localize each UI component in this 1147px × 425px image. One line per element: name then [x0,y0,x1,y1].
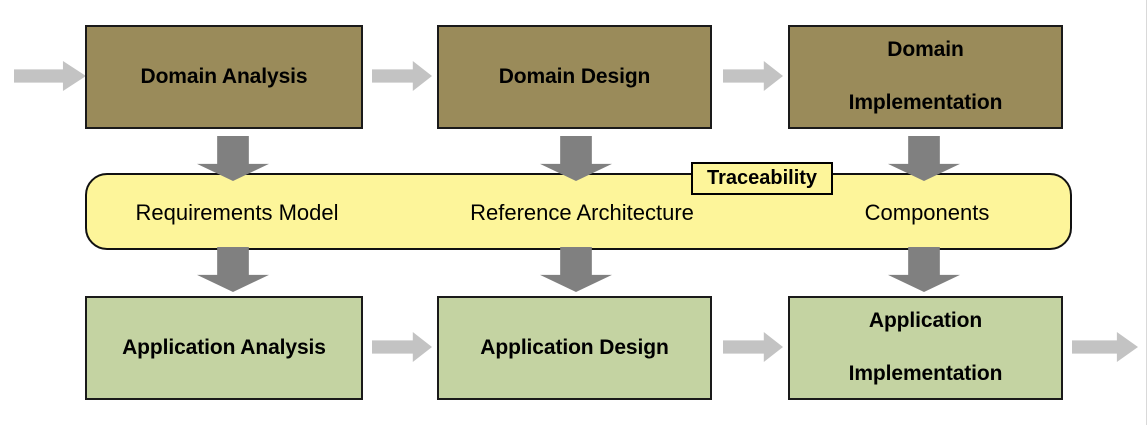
box-application-analysis[interactable]: Application Analysis [85,296,363,400]
box-application-analysis-label: Application Analysis [122,335,326,359]
arrow-requirements-model-to-application-analysis [197,247,269,292]
arrow-domain-design-to-domain-implementation [723,61,783,91]
arrow-reference-architecture-to-application-design [540,247,612,292]
box-application-design-label: Application Design [480,335,669,359]
arrow-application-analysis-to-application-design [372,332,432,362]
artifact-reference-architecture: Reference Architecture [470,200,694,225]
arrow-domain-analysis-to-domain-design [372,61,432,91]
artifact-components: Components [864,200,990,225]
traceability-tag[interactable]: Traceability [691,162,833,195]
traceability-tag-label: Traceability [706,167,818,189]
arrow-into-domain-analysis [14,61,86,91]
box-application-implementation[interactable]: Application Implementation [788,296,1063,400]
box-application-implementation-line1: Application [868,308,983,332]
artifact-requirements-model: Requirements Model [135,200,339,225]
artifact-band: Requirements Model Reference Architectur… [85,173,1072,250]
box-domain-analysis-label: Domain Analysis [140,64,308,88]
box-application-implementation-label: Application Implementation [837,308,1015,389]
arrow-out-of-application-implementation [1072,332,1138,362]
arrow-application-design-to-application-implementation [723,332,783,362]
box-domain-implementation[interactable]: Domain Implementation [788,25,1063,129]
box-domain-analysis[interactable]: Domain Analysis [85,25,363,129]
box-domain-design[interactable]: Domain Design [437,25,712,129]
box-domain-implementation-label: Domain Implementation [837,37,1015,118]
arrow-components-to-application-implementation [888,247,960,292]
box-domain-design-label: Domain Design [498,64,651,88]
box-domain-implementation-line1: Domain [887,37,964,61]
box-application-design[interactable]: Application Design [437,296,712,400]
box-domain-implementation-line2: Implementation [848,91,1003,115]
box-application-implementation-line2: Implementation [848,362,1003,386]
